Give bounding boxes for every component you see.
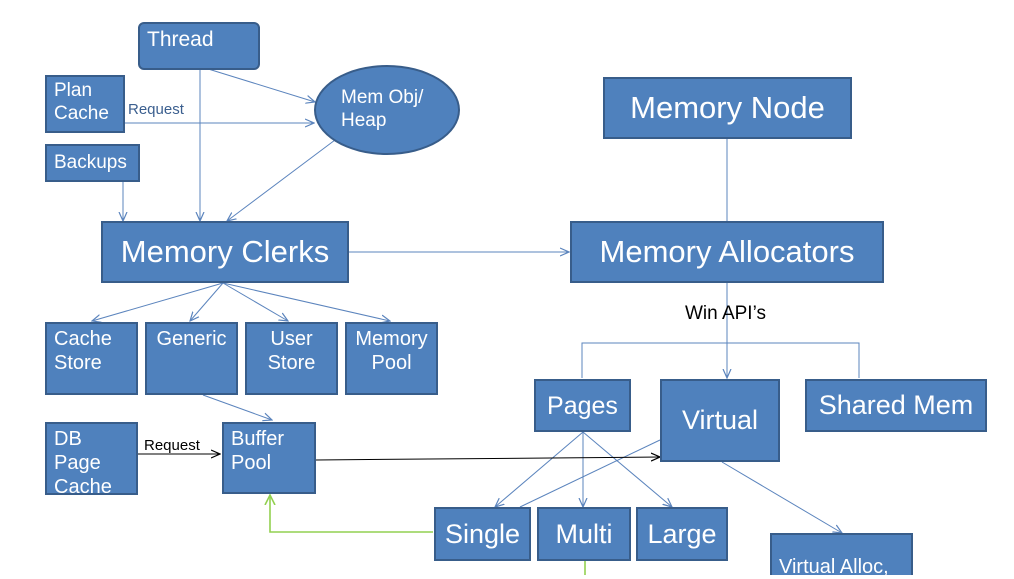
edge-winapi-bracket xyxy=(581,342,860,378)
edge-thread-to-memobj xyxy=(204,67,315,102)
edge-pages-to-large xyxy=(582,431,672,507)
memory-node-label: Memory Node xyxy=(630,90,825,126)
plan-cache-label: Plan Cache xyxy=(54,80,109,124)
mem-obj-heap-node: Mem Obj/ Heap xyxy=(314,65,460,155)
virtual-alloc-label: Virtual Alloc, xyxy=(779,556,889,578)
memory-node: Memory Node xyxy=(603,77,852,139)
request-label-plan-cache: Request xyxy=(128,101,184,118)
memory-allocators-node: Memory Allocators xyxy=(570,221,884,283)
user-store-node: User Store xyxy=(245,322,338,395)
backups-node: Backups xyxy=(45,144,140,182)
multi-label: Multi xyxy=(555,518,613,549)
backups-label: Backups xyxy=(54,152,127,173)
db-page-cache-node: DB Page Cache xyxy=(45,422,138,498)
edge-clerks-to-generic xyxy=(190,282,224,321)
generic-label: Generic xyxy=(156,328,227,350)
memory-clerks-node: Memory Clerks xyxy=(101,221,349,283)
edge-clerks-to-cachestore xyxy=(92,282,224,321)
thread-node: Thread xyxy=(138,22,260,70)
edge-clerks-to-userstore xyxy=(222,282,288,321)
thread-label: Thread xyxy=(147,28,214,51)
virtual-node: Virtual xyxy=(660,379,780,462)
edge-clerks-to-memorypool xyxy=(222,282,390,321)
edge-bufferpool-to-virtual xyxy=(315,457,660,460)
large-label: Large xyxy=(647,518,717,549)
generic-node: Generic xyxy=(145,322,238,395)
db-page-cache-label: DB Page Cache xyxy=(54,428,112,498)
request-label-db-page-cache: Request xyxy=(144,437,200,454)
cache-store-node: Cache Store xyxy=(45,322,138,395)
pages-node: Pages xyxy=(534,379,631,432)
edge-generic-to-bufferpool xyxy=(202,394,272,420)
cache-store-label: Cache Store xyxy=(54,328,112,374)
memory-clerks-label: Memory Clerks xyxy=(120,234,330,270)
single-label: Single xyxy=(444,518,521,549)
edge-pages-to-single xyxy=(495,431,584,507)
large-node: Large xyxy=(636,507,728,561)
single-node: Single xyxy=(434,507,531,561)
buffer-pool-label: Buffer Pool xyxy=(231,428,284,474)
memory-pool-node: Memory Pool xyxy=(345,322,438,395)
plan-cache-node: Plan Cache xyxy=(45,75,125,133)
edge-virtual-to-virtualalloc xyxy=(721,461,842,533)
win-apis-label: Win API’s xyxy=(685,303,766,324)
memory-pool-label: Memory Pool xyxy=(355,328,428,374)
edge-memobj-to-clerks xyxy=(227,139,336,221)
shared-mem-node: Shared Mem xyxy=(805,379,987,432)
buffer-pool-node: Buffer Pool xyxy=(222,422,316,494)
virtual-label: Virtual xyxy=(681,405,759,436)
user-store-label: User Store xyxy=(267,328,316,374)
virtual-alloc-node: Virtual Alloc, xyxy=(770,533,913,578)
multi-node: Multi xyxy=(537,507,631,561)
memory-allocators-label: Memory Allocators xyxy=(599,234,855,270)
pages-label: Pages xyxy=(547,391,618,420)
shared-mem-label: Shared Mem xyxy=(818,390,974,421)
edge-virtual-to-single xyxy=(519,439,661,508)
edge-single-to-bufferpool xyxy=(270,495,433,533)
mem-obj-heap-label: Mem Obj/ Heap xyxy=(341,87,424,131)
